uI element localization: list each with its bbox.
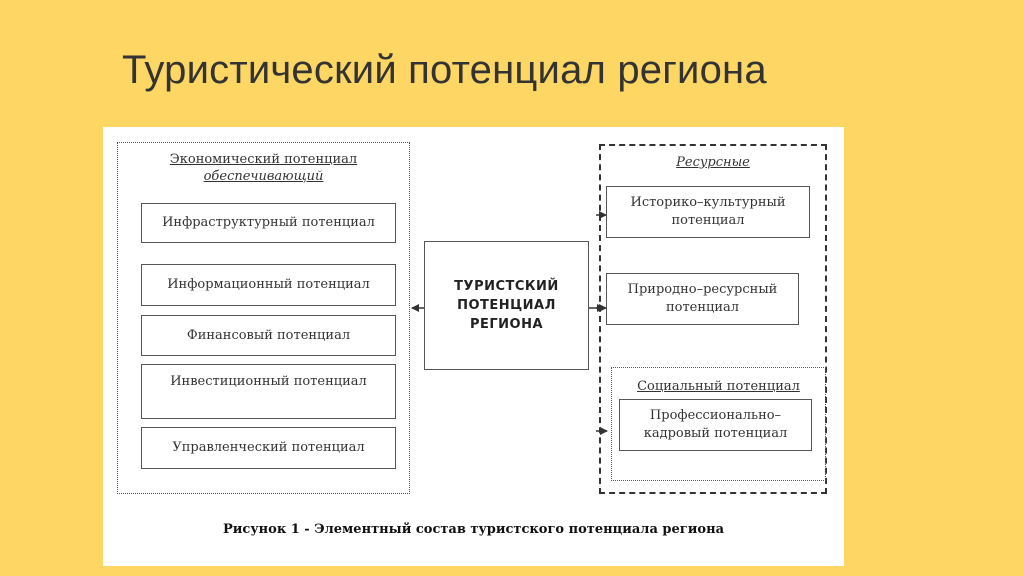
economic-group-heading: Экономический потенциал обеспечивающий bbox=[117, 151, 410, 185]
infrastructure-potential-label: Инфраструктурный потенциал bbox=[162, 215, 375, 230]
resource-group-heading: Ресурсные bbox=[676, 155, 750, 170]
economic-group-heading-line1: Экономический потенциал bbox=[169, 152, 358, 167]
economic-potential-group bbox=[117, 142, 410, 494]
tourist-potential-center-box: ТУРИСТСКИЙ ПОТЕНЦИАЛ РЕГИОНА bbox=[424, 241, 589, 370]
center-line2: ПОТЕНЦИАЛ bbox=[457, 298, 556, 313]
information-potential-box: Информационный потенциал bbox=[141, 264, 396, 306]
social-group-heading: Социальный потенциал bbox=[637, 379, 800, 394]
investment-potential-label: Инвестиционный потенциал bbox=[170, 374, 367, 389]
professional-staff-potential-box: Профессионально– кадровый потенциал bbox=[619, 399, 812, 451]
natural-resource-line1: Природно–ресурсный bbox=[627, 282, 778, 297]
natural-resource-potential-box: Природно–ресурсный потенциал bbox=[606, 273, 799, 325]
management-potential-label: Управленческий потенциал bbox=[172, 440, 365, 455]
historical-cultural-line2: потенциал bbox=[671, 213, 745, 228]
professional-staff-line1: Профессионально– bbox=[649, 408, 782, 423]
information-potential-label: Информационный потенциал bbox=[167, 277, 370, 292]
figure-caption: Рисунок 1 - Элементный состав туристског… bbox=[222, 522, 725, 537]
diagram-figure: Экономический потенциал обеспечивающий И… bbox=[103, 127, 844, 566]
resource-potential-group bbox=[599, 144, 827, 494]
natural-resource-line2: потенциал bbox=[665, 300, 740, 315]
center-line1: ТУРИСТСКИЙ bbox=[454, 279, 559, 294]
connector-arrows bbox=[411, 211, 608, 435]
historical-cultural-potential-box: Историко–культурный потенциал bbox=[606, 186, 810, 238]
investment-potential-box: Инвестиционный потенциал bbox=[141, 364, 396, 419]
historical-cultural-line1: Историко–культурный bbox=[630, 195, 786, 210]
economic-group-heading-line2: обеспечивающий bbox=[203, 169, 324, 184]
slide-title: Туристический потенциал региона bbox=[122, 48, 767, 92]
social-potential-group bbox=[611, 367, 826, 481]
professional-staff-line2: кадровый потенциал bbox=[643, 426, 788, 441]
center-line3: РЕГИОНА bbox=[469, 317, 544, 332]
financial-potential-label: Финансовый потенциал bbox=[186, 327, 351, 343]
financial-potential-box: Финансовый потенциал bbox=[141, 315, 396, 356]
infrastructure-potential-box: Инфраструктурный потенциал bbox=[141, 203, 396, 243]
management-potential-box: Управленческий потенциал bbox=[141, 427, 396, 469]
